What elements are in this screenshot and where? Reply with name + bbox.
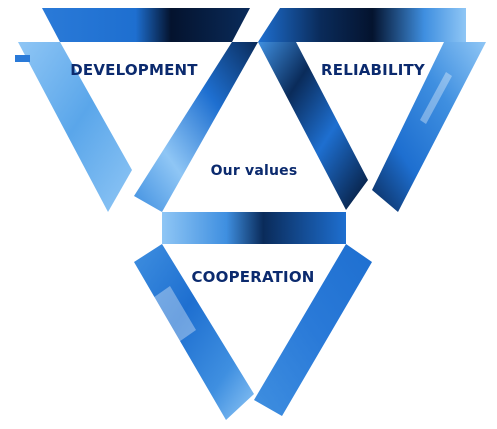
streak-3 xyxy=(150,286,196,344)
triangle-cooperation-left-band xyxy=(134,244,254,420)
triangle-cooperation-top-band xyxy=(162,212,346,244)
triangle-development-top-band xyxy=(42,8,250,42)
label-reliability: RELIABILITY xyxy=(321,61,425,79)
label-our-values: Our values xyxy=(210,163,298,179)
triangle-reliability-top-band xyxy=(258,8,466,42)
triangle-reliability-left-band xyxy=(258,42,368,210)
streak-1 xyxy=(150,72,184,126)
triangle-development-right-band xyxy=(134,42,258,212)
label-development: DEVELOPMENT xyxy=(70,61,198,79)
triangle-reliability-right-band xyxy=(372,42,486,212)
triangle-development xyxy=(15,8,258,212)
triangle-cooperation-right-band xyxy=(254,244,372,416)
highlight-streaks xyxy=(150,72,452,344)
triangle-development-notch xyxy=(15,55,30,62)
triangle-reliability xyxy=(258,8,486,212)
triangle-cooperation xyxy=(134,212,372,420)
triangle-development-left-band xyxy=(18,42,132,212)
label-cooperation: COOPERATION xyxy=(191,268,315,286)
streak-2 xyxy=(420,72,452,124)
